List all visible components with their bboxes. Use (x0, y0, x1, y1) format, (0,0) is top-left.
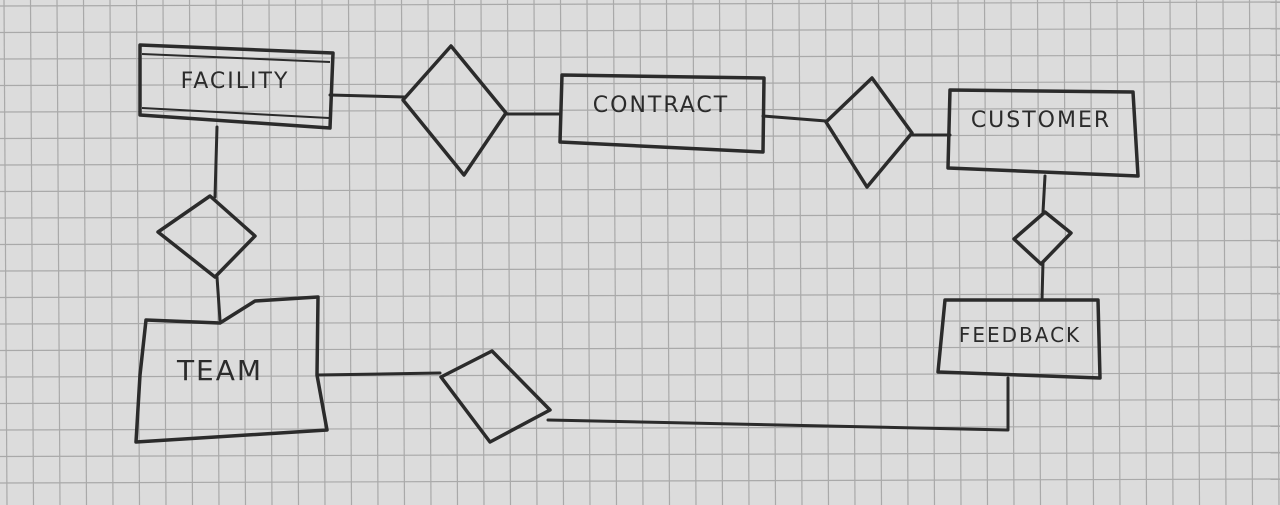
connector-diamond-to-feedback (1040, 260, 1045, 302)
grid-line-vertical (506, 0, 512, 505)
grid-line-horizontal (0, 27, 1280, 34)
relationship-diamond-facility-contract (401, 44, 508, 177)
grid-line-vertical (745, 0, 750, 505)
grid-line-vertical (1169, 0, 1174, 505)
grid-line-vertical (453, 0, 459, 505)
grid-line-vertical (82, 0, 88, 505)
grid-line-vertical (718, 0, 724, 505)
grid-line-vertical (665, 0, 671, 505)
entity-box-customer (946, 88, 1140, 178)
grid-line-vertical (930, 0, 936, 505)
connector-facility-to-team-diamond (213, 125, 219, 199)
grid-line-horizontal (0, 1, 1280, 7)
entity-box-contract (558, 73, 766, 154)
grid-line-vertical (851, 0, 856, 505)
grid-line-vertical (215, 0, 220, 505)
connector-team-to-diamond (315, 371, 442, 377)
relationship-diamond-team-feedback (439, 349, 552, 444)
connector-diamond-to-feedback-bottom (546, 376, 1010, 432)
grid-line-horizontal (0, 266, 1280, 272)
connector-contract-to-diamond (761, 114, 828, 123)
grid-line-vertical (957, 0, 962, 505)
grid-line-vertical (1010, 0, 1015, 505)
grid-line-horizontal (0, 54, 1280, 60)
grid-line-horizontal (0, 345, 1280, 352)
grid-line-vertical (1036, 0, 1042, 505)
grid-line-vertical (1063, 0, 1068, 505)
grid-line-vertical (1222, 0, 1227, 505)
grid-line-horizontal (0, 425, 1280, 431)
grid-line-vertical (983, 0, 989, 505)
grid-line-vertical (904, 0, 909, 505)
grid-line-vertical (162, 0, 167, 505)
grid-line-horizontal (0, 213, 1280, 219)
entity-label-customer: CUSTOMER (971, 108, 1111, 133)
grid-line-horizontal (0, 398, 1280, 405)
grid-line-vertical (771, 0, 777, 505)
grid-line-horizontal (0, 292, 1280, 299)
relationship-diamond-customer-feedback (1012, 210, 1073, 266)
connector-team-diamond-to-team (215, 275, 222, 322)
entity-box-feedback (936, 298, 1102, 380)
grid-line-vertical (56, 0, 61, 505)
grid-line-vertical (1116, 0, 1121, 505)
grid-line-vertical (1089, 0, 1095, 505)
entity-label-facility: FACILITY (181, 69, 290, 94)
grid-line-horizontal (0, 372, 1280, 378)
grid-line-horizontal (0, 80, 1280, 87)
relationship-diamond-facility-team (156, 194, 257, 279)
connector-facility-to-diamond (328, 93, 407, 99)
grid-line-horizontal (0, 478, 1280, 484)
grid-line-vertical (3, 0, 8, 505)
grid-line-vertical (877, 0, 883, 505)
entity-box-facility (138, 43, 335, 130)
grid-line-vertical (533, 0, 538, 505)
entity-label-contract: CONTRACT (593, 93, 729, 118)
entity-label-team: TEAM (176, 354, 263, 387)
grid-line-horizontal (0, 186, 1280, 193)
grid-line-vertical (109, 0, 114, 505)
grid-line-vertical (1195, 0, 1201, 505)
grid-line-vertical (824, 0, 830, 505)
entity-box-team (134, 295, 329, 444)
grid-line-vertical (798, 0, 803, 505)
grid-line-vertical (1248, 0, 1254, 505)
grid-line-vertical (1275, 0, 1280, 505)
grid-line-vertical (1142, 0, 1148, 505)
grid-line-horizontal (0, 160, 1280, 166)
grid-line-vertical (29, 0, 35, 505)
grid-line-horizontal (0, 239, 1280, 246)
connector-customer-to-diamond (1041, 174, 1047, 214)
entity-label-feedback: FEEDBACK (959, 323, 1081, 347)
grid-line-horizontal (0, 451, 1280, 458)
relationship-diamond-contract-customer (824, 76, 914, 189)
grid-line-horizontal (0, 133, 1280, 140)
grid-line-vertical (692, 0, 697, 505)
grid-line-vertical (188, 0, 194, 505)
